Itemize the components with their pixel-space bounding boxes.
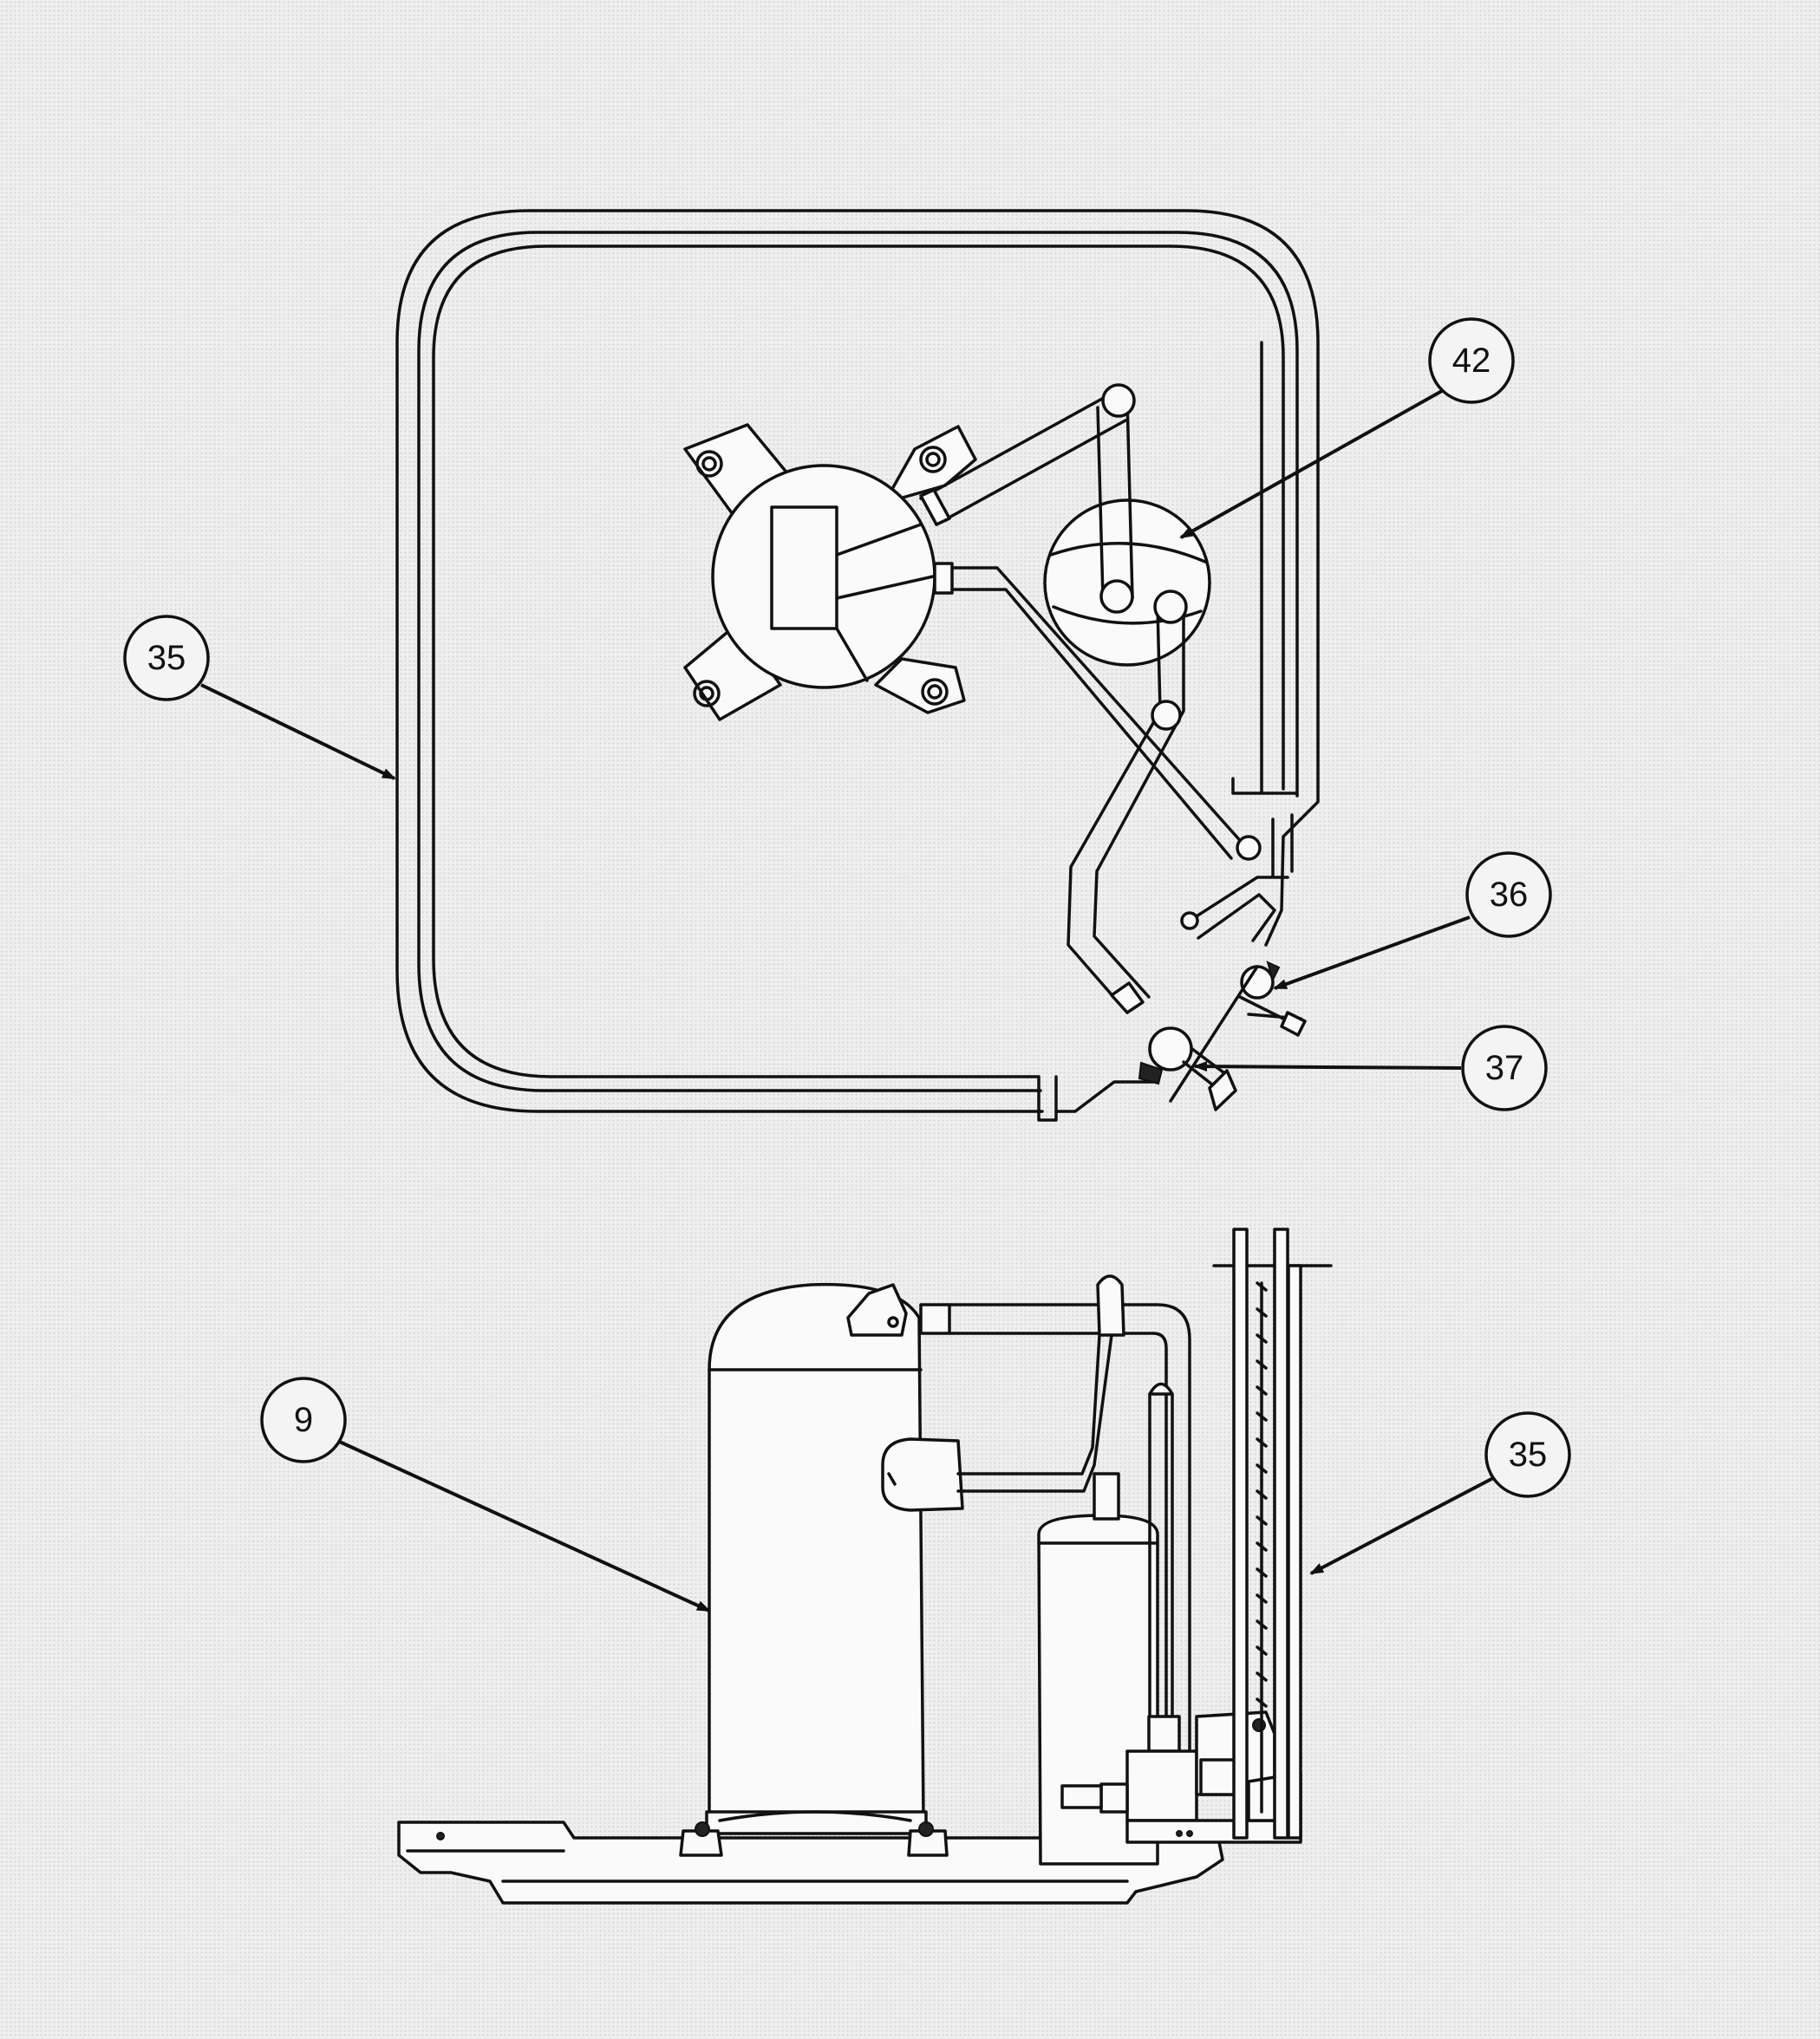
callout-42: 42 <box>1428 317 1515 404</box>
callout-9: 9 <box>260 1377 347 1463</box>
coil-inner-loop <box>417 231 1299 1092</box>
compressor-side-view <box>679 1282 964 1857</box>
side-view <box>397 1228 1333 1905</box>
callout-35-side: 35 <box>1484 1411 1571 1498</box>
coil-end-tab <box>1037 1075 1058 1122</box>
svg-text:42: 42 <box>1452 342 1491 380</box>
callout-35-top: 35 <box>123 615 210 701</box>
coil-side-view <box>1212 1228 1333 1840</box>
coil-fins <box>1256 1281 1268 1708</box>
svg-text:9: 9 <box>294 1401 313 1439</box>
svg-text:35: 35 <box>1509 1436 1548 1474</box>
callout-36: 36 <box>1465 851 1552 938</box>
leader-lines <box>200 386 1494 1612</box>
compressor-top-view <box>683 423 977 721</box>
service-valve-37 <box>1138 1026 1237 1111</box>
piping-top <box>919 383 1294 1014</box>
top-view <box>395 209 1320 1122</box>
svg-text:36: 36 <box>1490 876 1529 914</box>
coil-right-strip <box>1231 341 1298 795</box>
coil-innermost-loop <box>432 244 1285 1078</box>
coil-outer-loop <box>395 209 1320 1113</box>
service-valve-36 <box>1169 961 1307 1103</box>
svg-text:35: 35 <box>147 639 186 677</box>
svg-text:37: 37 <box>1485 1049 1524 1087</box>
callout-37: 37 <box>1461 1025 1548 1111</box>
